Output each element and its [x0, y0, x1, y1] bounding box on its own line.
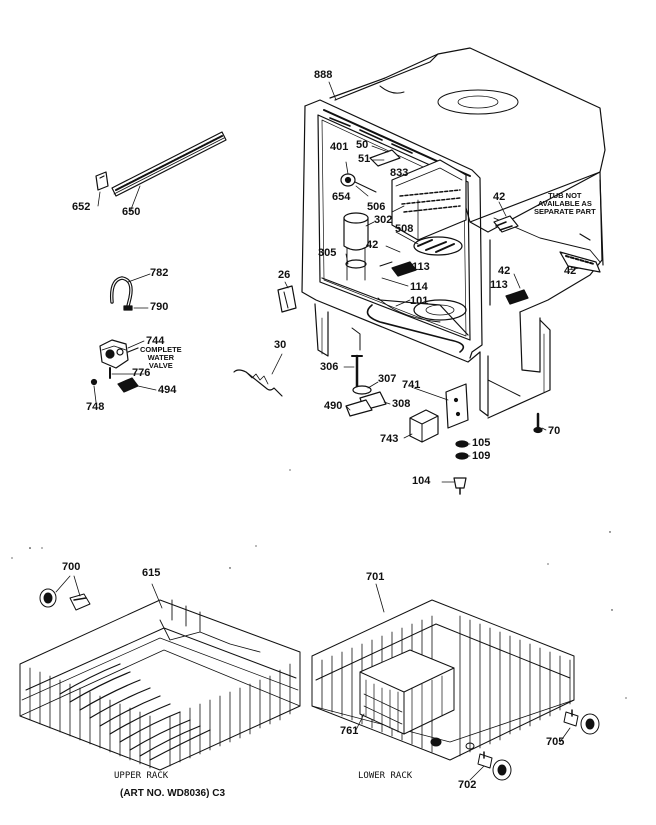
caption-art-number: (ART NO. WD8036) C3 [120, 788, 226, 799]
label-741: 741 [402, 379, 421, 391]
label-761: 761 [340, 725, 359, 737]
door-switch-26 [277, 285, 297, 313]
label-654: 654 [332, 191, 351, 203]
tub-top-shell [329, 47, 606, 223]
caption-lower-rack: LOWER RACK [358, 771, 413, 781]
label-105: 105 [472, 437, 491, 449]
label-490: 490 [324, 400, 343, 412]
label-104: 104 [412, 475, 431, 487]
silverware-basket-761 [359, 649, 455, 735]
label-50: 50 [356, 139, 369, 151]
note-complete-water-valve: COMPLETE WATER VALVE [140, 346, 182, 370]
bracket-494 [117, 377, 139, 393]
label-70: 70 [548, 425, 561, 437]
upper-rack [19, 588, 301, 771]
label-650: 650 [122, 206, 141, 218]
label-51: 51 [358, 153, 371, 165]
screw-748 [90, 378, 98, 386]
left-parts [90, 131, 227, 393]
rack-leader-lines [55, 575, 571, 781]
label-114: 114 [410, 281, 428, 293]
foot-104 [453, 477, 467, 489]
note-complete-water-valve-text: COMPLETE WATER VALVE [140, 345, 182, 370]
label-652: 652 [72, 201, 91, 213]
part-50-51 [369, 149, 401, 167]
sump [413, 299, 467, 321]
label-30: 30 [274, 339, 287, 351]
lower-rack [311, 599, 600, 781]
spring-30 [233, 369, 283, 397]
label-307: 307 [378, 373, 397, 385]
note-tub-not-available-text: TUB NOT AVAILABLE AS SEPARATE PART [534, 191, 596, 216]
label-506: 506 [367, 201, 386, 213]
caption-upper-rack: UPPER RACK [114, 771, 169, 781]
label-508: 508 [395, 223, 414, 235]
label-101: 101 [410, 295, 429, 307]
label-306: 306 [320, 361, 339, 373]
tub-front-frame [304, 99, 483, 359]
label-109: 109 [472, 450, 491, 462]
label-42-mid: 42 [498, 265, 511, 277]
label-401: 401 [330, 141, 349, 153]
tub-floor [321, 277, 469, 336]
detergent-canister [343, 217, 369, 251]
label-42-left: 42 [366, 239, 379, 251]
label-790: 790 [150, 301, 169, 313]
tub-assembly [233, 47, 606, 495]
part-113b [505, 289, 529, 305]
label-776: 776 [132, 367, 151, 379]
label-615: 615 [142, 567, 161, 579]
side-rail-parts [493, 215, 519, 233]
part-307 [352, 385, 372, 395]
heater-element [366, 304, 465, 353]
label-42-right: 42 [564, 265, 577, 277]
label-700: 700 [62, 561, 81, 573]
part-490 [345, 399, 373, 417]
label-302: 302 [374, 214, 393, 226]
bracket-741 [445, 383, 469, 429]
tub-top-dome [437, 89, 519, 115]
label-743: 743 [380, 433, 399, 445]
note-tub-not-available: TUB NOT AVAILABLE AS SEPARATE PART [534, 192, 596, 216]
label-701: 701 [366, 571, 385, 583]
label-748: 748 [86, 401, 105, 413]
label-782: 782 [150, 267, 169, 279]
base-frame [314, 303, 329, 357]
part-743 [409, 409, 439, 443]
label-888: 888 [314, 69, 333, 81]
leader-lines [93, 81, 581, 483]
label-305: 305 [318, 247, 337, 259]
label-702: 702 [458, 779, 477, 791]
tub-right-wall [469, 171, 603, 313]
label-113-right: 113 [490, 279, 508, 291]
clip-652 [95, 171, 109, 191]
clamp-790 [123, 305, 133, 311]
label-42-top: 42 [493, 191, 506, 203]
label-494: 494 [158, 384, 177, 396]
label-308: 308 [392, 398, 411, 410]
label-744: 744 [146, 335, 165, 347]
label-833: 833 [390, 167, 409, 179]
label-705: 705 [546, 736, 565, 748]
scan-speckles [11, 469, 627, 699]
label-26: 26 [278, 269, 291, 281]
label-113-center: 113 [412, 261, 430, 273]
